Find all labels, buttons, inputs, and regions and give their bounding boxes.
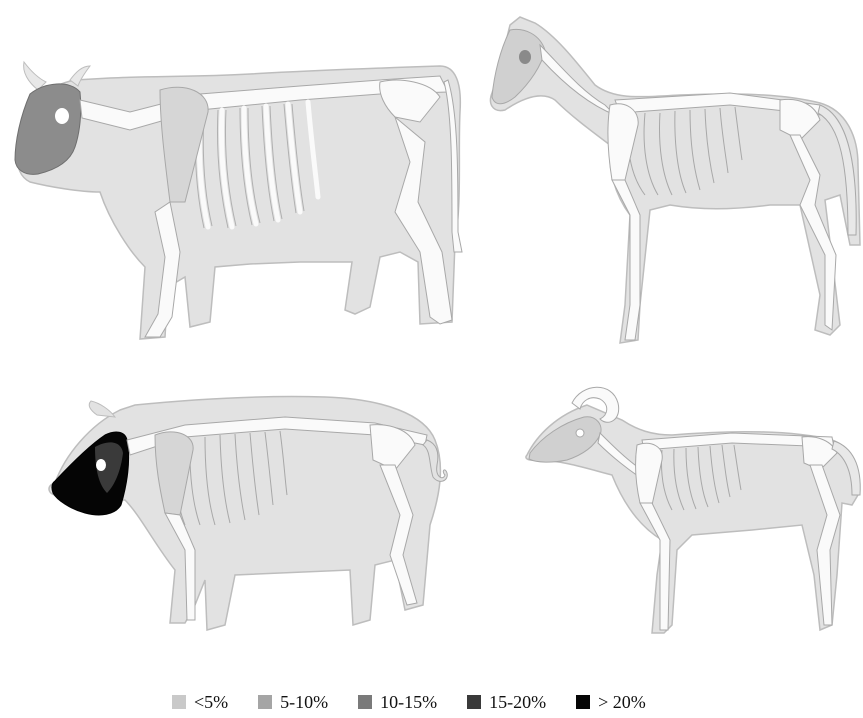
pig-eye-socket xyxy=(96,459,106,471)
horse-eye-socket xyxy=(519,50,531,64)
pig-illustration xyxy=(35,385,455,640)
legend-item: 15-20% xyxy=(467,692,546,713)
legend-swatch-lt5 xyxy=(172,695,186,709)
legend-label: 10-15% xyxy=(380,692,437,713)
legend-item: > 20% xyxy=(576,692,646,713)
cow-figure xyxy=(0,52,480,347)
legend-item: 10-15% xyxy=(358,692,437,713)
cow-horn-left xyxy=(24,62,46,90)
legend: <5% 5-10% 10-15% 15-20% > 20% xyxy=(172,690,646,714)
pig-ear xyxy=(89,401,115,417)
legend-swatch-15-20 xyxy=(467,695,481,709)
legend-swatch-10-15 xyxy=(358,695,372,709)
horse-figure xyxy=(480,5,863,350)
sheep-eye-socket xyxy=(576,429,584,437)
legend-label: 15-20% xyxy=(489,692,546,713)
legend-label: 5-10% xyxy=(280,692,328,713)
legend-item: <5% xyxy=(172,692,228,713)
legend-swatch-5-10 xyxy=(258,695,272,709)
cow-illustration xyxy=(0,52,480,347)
pig-figure xyxy=(35,385,455,640)
legend-label: > 20% xyxy=(598,692,646,713)
sheep-figure xyxy=(512,375,863,645)
legend-label: <5% xyxy=(194,692,228,713)
legend-swatch-gt20 xyxy=(576,695,590,709)
cow-eye-socket xyxy=(55,108,69,124)
horse-illustration xyxy=(480,5,863,350)
sheep-illustration xyxy=(512,375,863,645)
legend-item: 5-10% xyxy=(258,692,328,713)
horse-body-silhouette xyxy=(491,17,860,343)
